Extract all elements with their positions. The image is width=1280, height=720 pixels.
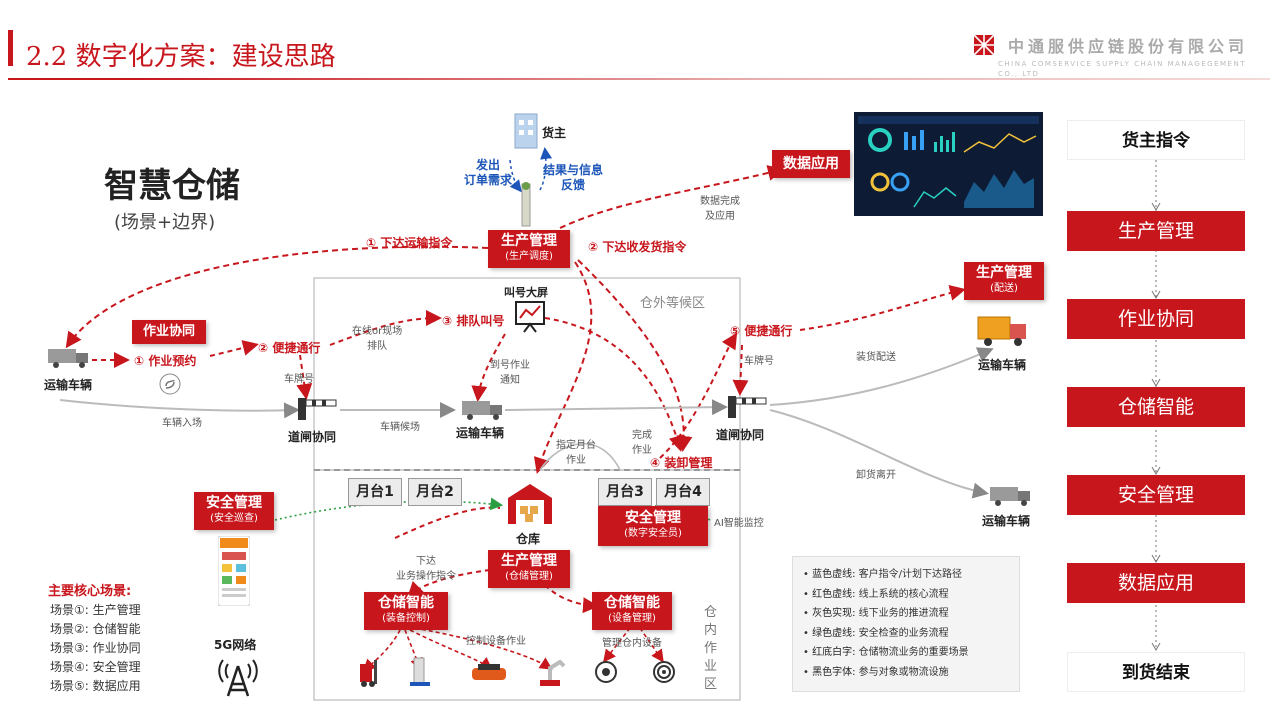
truck-left-label: 运输车辆 (44, 378, 93, 392)
scene-item: 场景①: 生产管理 (50, 603, 141, 617)
flow-step-work-collab: 作业协同 (1067, 299, 1245, 339)
fan-device-icon (653, 661, 675, 683)
diagram-heading: 智慧仓储 (104, 166, 240, 206)
diagram-subheading: (场景+边界) (114, 212, 216, 233)
scene-item: 场景③: 作业协同 (50, 641, 141, 655)
step-4-loading: ④ 装卸管理 (650, 456, 713, 470)
outside-area-label: 仓外等候区 (640, 296, 706, 311)
header-divider (8, 78, 1270, 80)
arrive-notice-label: 到号作业 通知 (490, 360, 530, 386)
shipper-order-label: 发出 订单需求 (463, 158, 512, 187)
dock-1: 月台1 (348, 478, 402, 506)
title-accent-bar (8, 30, 13, 66)
plate-right-label: 车牌号 (744, 356, 774, 367)
control-equip-label: 控制设备作业 (466, 636, 526, 647)
shipper-label: 货主 (542, 126, 567, 140)
specify-dock-label: 指定月台 作业 (556, 440, 596, 466)
step-2-pass: ② 便捷通行 (258, 341, 321, 355)
truck-mid-icon (462, 401, 502, 420)
data-link-label: 数据完成 及应用 (700, 196, 740, 222)
prod-mgmt-top-box: 生产管理 (生产调度) (488, 230, 570, 268)
dashboard-screenshot (854, 112, 1043, 216)
scenes-title: 主要核心场景: (48, 584, 132, 599)
plate-left-label: 车牌号 (284, 374, 314, 385)
step-5-pass: ⑤ 便捷通行 (730, 324, 793, 338)
stacker-icon (410, 657, 430, 686)
smart-equip-box: 仓储智能 (装备控制) (364, 592, 448, 630)
gate-right-icon (728, 396, 767, 418)
warehouse-icon (508, 484, 552, 524)
scene-item: 场景④: 安全管理 (50, 660, 141, 674)
truck-right-bottom-label: 运输车辆 (982, 514, 1031, 528)
forklift-icon (360, 660, 377, 687)
network-label: 5G网络 (214, 638, 257, 652)
5g-antenna-icon (218, 659, 258, 697)
page-title: 2.2 数字化方案：建设思路 (26, 42, 336, 72)
company-name-en: CHINA COMSERVICE SUPPLY CHAIN MANAGEGEME… (998, 60, 1246, 78)
call-screen-label: 叫号大屏 (504, 286, 548, 299)
truck-right-top-label: 运输车辆 (978, 358, 1027, 372)
prod-mgmt-delivery-box: 生产管理 (配送) (964, 262, 1044, 300)
call-screen-icon (515, 301, 545, 333)
manage-equip-label: 管理仓内设备 (602, 638, 662, 649)
flow-step-shipper-cmd: 货主指令 (1067, 120, 1245, 160)
dock-2: 月台2 (408, 478, 462, 506)
truck-left-icon (48, 349, 88, 368)
flow-step-arrival-end: 到货结束 (1067, 652, 1245, 692)
legend-row: • 红底白字: 仓储物流业务的重要场景 (803, 647, 969, 658)
legend-box: • 蓝色虚线: 客户指令/计划下达路径 • 红色虚线: 线上系统的核心流程 • … (792, 556, 1020, 692)
work-collab-box: 作业协同 (132, 320, 206, 344)
flow-step-prod-mgmt: 生产管理 (1067, 211, 1245, 251)
safety-right-box: 安全管理 (数字安全员) (598, 506, 708, 546)
mini-program-icon (159, 373, 181, 395)
dock-4: 月台4 (656, 478, 710, 506)
flow-step-smart-storage: 仓储智能 (1067, 387, 1245, 427)
flow-step-data-app: 数据应用 (1067, 563, 1245, 603)
company-name: 中通服供应链股份有限公司 (1008, 37, 1249, 56)
dock-3: 月台3 (598, 478, 652, 506)
warehouse-label: 仓库 (516, 532, 541, 546)
vehicle-enter-label: 车辆入场 (162, 418, 202, 429)
legend-row: • 红色虚线: 线上系统的核心流程 (803, 588, 949, 600)
gate-left-icon (298, 398, 337, 420)
truck-right-top-icon (977, 316, 1026, 346)
agv-robot-icon (472, 664, 506, 680)
load-dispatch-label: 装货配送 (856, 352, 896, 363)
truck-right-bottom-icon (990, 487, 1030, 506)
complete-work-label: 完成 作业 (632, 430, 652, 456)
scene-item: 场景⑤: 数据应用 (50, 679, 141, 693)
sensor-device-icon (595, 661, 617, 683)
truck-mid-label: 运输车辆 (456, 426, 505, 440)
scene-item: 场景②: 仓储智能 (50, 622, 141, 636)
issue-ops-label: 下达 业务操作指令 (396, 556, 456, 582)
gate-left-label: 道闸协同 (288, 430, 337, 444)
shipper-building-icon (514, 113, 538, 149)
company-logo-icon (973, 34, 995, 56)
robot-arm-icon (540, 659, 566, 686)
unload-leave-label: 卸货离开 (856, 470, 896, 481)
inside-area-label: 仓 内 作 业 区 (704, 605, 718, 692)
ai-monitor-label: AI智能监控 (714, 518, 764, 529)
safety-app-screenshot (218, 536, 250, 606)
gate-right-label: 道闸协同 (716, 428, 765, 442)
vehicle-wait-label: 车辆候场 (380, 422, 420, 433)
shipper-feedback-label: 结果与信息 反馈 (542, 163, 603, 192)
step-1-booking: ① 作业预约 (134, 354, 197, 368)
legend-row: • 灰色实现: 线下业务的推进流程 (803, 608, 949, 619)
smart-device-box: 仓储智能 (设备管理) (592, 592, 672, 630)
step-transport-cmd: ① 下达运输指令 (366, 236, 453, 250)
step-3-queue: ③ 排队叫号 (442, 314, 505, 328)
prod-mgmt-warehouse-box: 生产管理 (仓储管理) (488, 550, 570, 588)
legend-row: • 绿色虚线: 安全检查的业务流程 (803, 627, 949, 639)
online-queue-label: 在线or现场 排队 (352, 326, 403, 352)
flow-step-safety: 安全管理 (1067, 475, 1245, 515)
legend-row: • 蓝色虚线: 客户指令/计划下达路径 (803, 569, 963, 580)
data-app-box: 数据应用 (772, 150, 850, 178)
safety-left-box: 安全管理 (安全巡查) (194, 492, 274, 530)
legend-row: • 黑色字体: 参与对象或物流设施 (803, 666, 949, 678)
step-receive-cmd: ② 下达收发货指令 (588, 240, 687, 254)
tower-icon (521, 182, 531, 227)
